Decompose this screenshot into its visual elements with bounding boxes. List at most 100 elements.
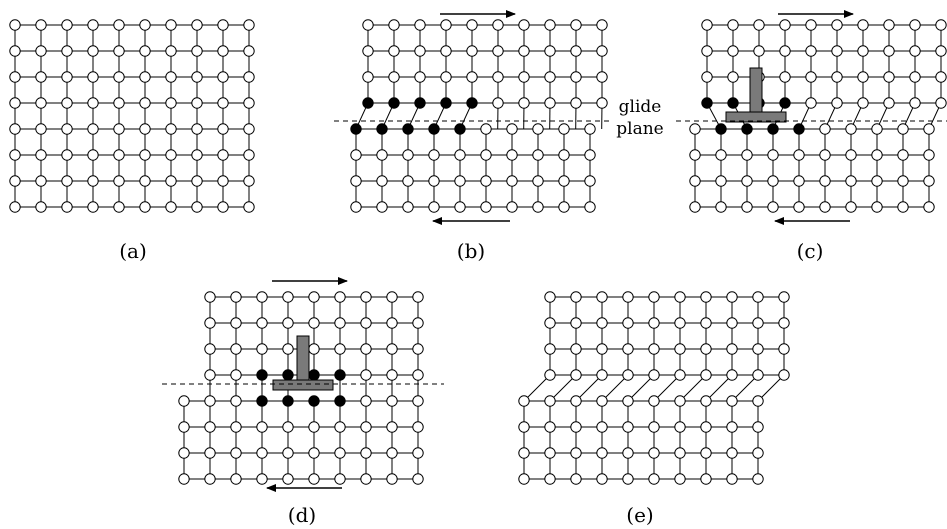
open-atom (596, 45, 608, 57)
open-atom (139, 97, 151, 109)
open-atom (376, 201, 388, 213)
open-atom (113, 71, 125, 83)
open-atom (9, 97, 21, 109)
open-atom (386, 291, 398, 303)
open-atom (204, 317, 216, 329)
open-atom (282, 421, 294, 433)
open-atom (217, 123, 229, 135)
open-atom (360, 395, 372, 407)
open-atom (715, 149, 727, 161)
open-atom (388, 71, 400, 83)
open-atom (113, 175, 125, 187)
open-atom (412, 369, 424, 381)
open-atom (308, 473, 320, 485)
open-atom (805, 19, 817, 31)
open-atom (648, 369, 660, 381)
open-atom (518, 447, 530, 459)
open-atom (191, 71, 203, 83)
glide-plane-label-line1: glide (619, 97, 662, 117)
open-atom (726, 395, 738, 407)
open-atom (113, 45, 125, 57)
open-atom (165, 19, 177, 31)
open-atom (386, 343, 398, 355)
open-atom (362, 19, 374, 31)
bond (575, 374, 603, 402)
open-atom (726, 421, 738, 433)
open-atom (9, 71, 21, 83)
open-atom (204, 291, 216, 303)
open-atom (35, 19, 47, 31)
open-atom (715, 201, 727, 213)
open-atom (165, 45, 177, 57)
open-atom (386, 473, 398, 485)
open-atom (402, 201, 414, 213)
open-atom (360, 343, 372, 355)
open-atom (741, 175, 753, 187)
bond (653, 374, 681, 402)
open-atom (701, 71, 713, 83)
open-atom (35, 175, 47, 187)
open-atom (753, 45, 765, 57)
filled-atom (308, 395, 320, 407)
open-atom (35, 71, 47, 83)
filled-atom (428, 123, 440, 135)
panel-e (518, 291, 790, 485)
open-atom (243, 19, 255, 31)
open-atom (622, 369, 634, 381)
open-atom (570, 291, 582, 303)
open-atom (230, 343, 242, 355)
open-atom (35, 97, 47, 109)
open-atom (362, 45, 374, 57)
open-atom (61, 71, 73, 83)
open-atom (923, 123, 935, 135)
bond (705, 374, 733, 402)
open-atom (428, 149, 440, 161)
open-atom (87, 71, 99, 83)
open-atom (492, 45, 504, 57)
open-atom (622, 395, 634, 407)
open-atom (584, 201, 596, 213)
open-atom (217, 175, 229, 187)
open-atom (570, 71, 582, 83)
open-atom (674, 343, 686, 355)
open-atom (350, 175, 362, 187)
open-atom (596, 473, 608, 485)
open-atom (570, 447, 582, 459)
open-atom (752, 395, 764, 407)
panel-a (9, 19, 255, 213)
open-atom (191, 175, 203, 187)
open-atom (412, 395, 424, 407)
open-atom (518, 473, 530, 485)
open-atom (334, 447, 346, 459)
open-atom (506, 149, 518, 161)
open-atom (819, 149, 831, 161)
open-atom (648, 421, 660, 433)
open-atom (243, 149, 255, 161)
open-atom (518, 395, 530, 407)
open-atom (165, 149, 177, 161)
open-atom (61, 149, 73, 161)
open-atom (191, 97, 203, 109)
open-atom (243, 175, 255, 187)
open-atom (308, 447, 320, 459)
open-atom (480, 149, 492, 161)
open-atom (648, 291, 660, 303)
open-atom (674, 317, 686, 329)
open-atom (230, 291, 242, 303)
open-atom (256, 291, 268, 303)
open-atom (596, 343, 608, 355)
open-atom (689, 149, 701, 161)
open-atom (779, 71, 791, 83)
open-atom (727, 45, 739, 57)
open-atom (9, 201, 21, 213)
open-atom (376, 149, 388, 161)
open-atom (308, 421, 320, 433)
open-atom (793, 201, 805, 213)
open-atom (480, 123, 492, 135)
open-atom (414, 19, 426, 31)
open-atom (741, 149, 753, 161)
open-atom (648, 447, 660, 459)
open-atom (805, 97, 817, 109)
glide-plane-label-line2: plane (616, 119, 663, 139)
